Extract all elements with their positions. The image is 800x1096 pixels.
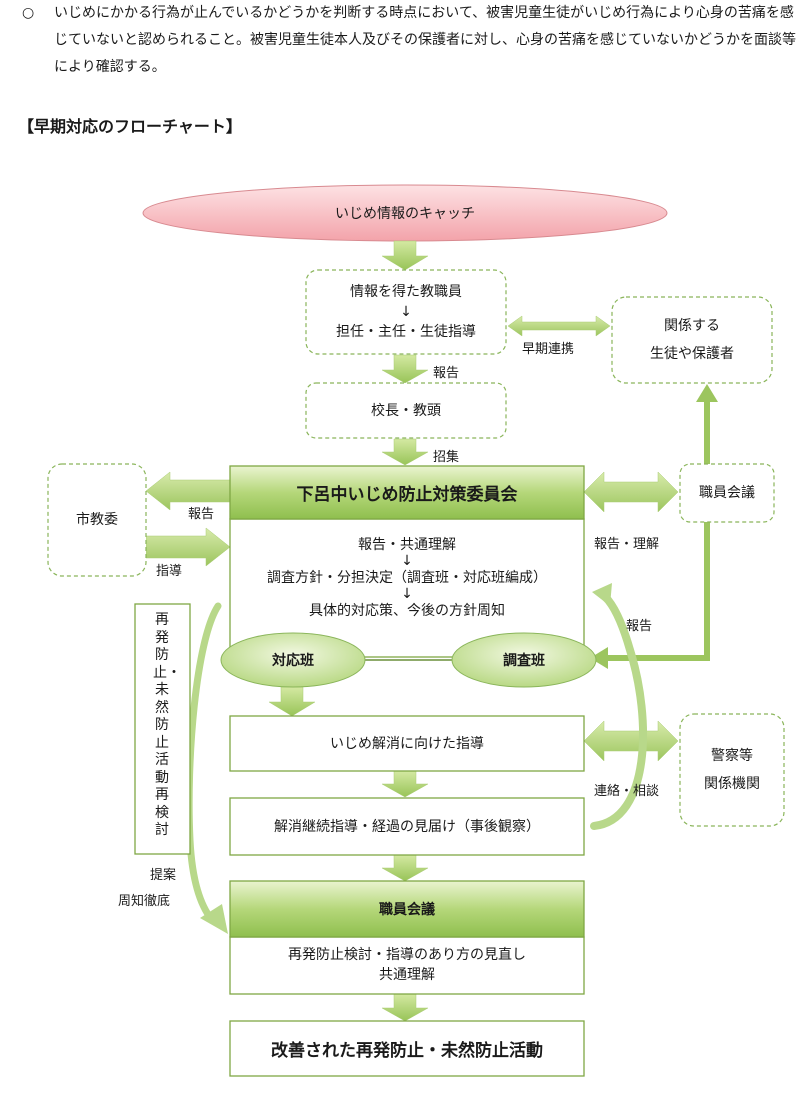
continue-guidance-label: 解消継続指導・経過の見届け（事後観察） [274, 818, 540, 835]
review-line1: 再発防止検討・指導のあり方の見直し [288, 947, 526, 963]
committee-staff-double-arrow [583, 471, 679, 513]
committee-line1: 報告・共通理解 [358, 536, 456, 553]
teacher-arrow: ↓ [400, 304, 412, 320]
response-team-label: 対応班 [272, 653, 314, 669]
investigation-team-ellipse [451, 632, 597, 688]
police-line2: 関係機関 [704, 776, 760, 792]
report-right-label: 報告 [626, 619, 653, 634]
report-city-arrow [145, 471, 231, 511]
paragraph-text: いじめにかかる行為が止んでいるかどうかを判断する時点において、被害児童生徒がいじ… [54, 5, 796, 75]
committee-arrow2: ↓ [401, 586, 413, 603]
police-text: 警察等 関係機関 [680, 714, 784, 826]
circle-bullet: ○ [22, 5, 35, 21]
staff-meeting-header-box [229, 880, 585, 938]
response-team-ellipse [220, 632, 366, 688]
notify-label: 周知徹底 [118, 894, 171, 909]
guidance-city-label: 指導 [156, 564, 183, 579]
curved-report-arrow [590, 590, 648, 830]
principal-box [305, 382, 507, 439]
committee-header-box [229, 465, 585, 520]
resolve-police-double-arrow [583, 720, 679, 762]
resolve-box [229, 715, 585, 772]
related-line1: 関係する [664, 318, 720, 334]
contact-consult-label: 連絡・相談 [594, 784, 660, 799]
early-link-label: 早期連携 [522, 342, 575, 357]
flowchart-heading: 【早期対応のフローチャート】 [18, 117, 242, 136]
committee-line2: 調査方針・分担決定（調査班・対応班編成） [267, 569, 547, 586]
report-label-1: 報告 [433, 366, 460, 381]
staff-meeting-label: 職員会議 [379, 902, 435, 918]
staff-meeting-right-box [679, 463, 775, 523]
police-box [679, 713, 785, 827]
vertical-label: 再発防止・未然防止活動再検討 [153, 612, 181, 838]
committee-arrow1: ↓ [401, 553, 413, 570]
continue-box [229, 797, 585, 856]
staff-meeting-right-label: 職員会議 [699, 485, 755, 501]
catch-label: いじめ情報のキャッチ [335, 206, 475, 222]
review-text: 再発防止検討・指導のあり方の見直し 共通理解 [230, 940, 584, 990]
review-line2: 共通理解 [379, 967, 435, 983]
teacher-text: 情報を得た教職員 ↓ 担任・主任・生徒指導 [306, 275, 506, 349]
related-text: 関係する 生徒や保護者 [612, 297, 772, 383]
vertical-box [134, 603, 191, 855]
report-city-label: 報告 [188, 507, 215, 522]
review-box [229, 936, 585, 995]
committee-title: 下呂中いじめ防止対策委員会 [296, 485, 518, 505]
propose-label: 提案 [150, 868, 177, 883]
teacher-box [305, 269, 507, 355]
related-line2: 生徒や保護者 [650, 346, 734, 362]
final-label: 改善された再発防止・未然防止活動 [271, 1041, 543, 1061]
final-box [229, 1020, 585, 1077]
teacher-line1: 情報を得た教職員 [350, 284, 462, 300]
related-box [611, 296, 773, 384]
early-link-double-arrow [507, 315, 611, 337]
committee-line3: 具体的対応策、今後の方針周知 [309, 602, 505, 619]
guidance-city-arrow [145, 527, 231, 567]
convene-label: 招集 [433, 450, 460, 465]
committee-body-text: 報告・共通理解 ↓ 調査方針・分担決定（調査班・対応班編成） ↓ 具体的対応策、… [230, 528, 584, 628]
principal-label: 校長・教頭 [371, 402, 441, 419]
intro-paragraph: ○ いじめにかかる行為が止んでいるかどうかを判断する時点において、被害児童生徒が… [22, 0, 798, 81]
report-back-line [606, 522, 710, 661]
left-curved-arrow [185, 602, 222, 924]
police-line1: 警察等 [711, 748, 753, 764]
city-board-box [47, 463, 147, 577]
city-board-label: 市教委 [76, 512, 118, 528]
teacher-line2: 担任・主任・生徒指導 [336, 324, 476, 340]
report-understand-label: 報告・理解 [594, 537, 660, 552]
down-arrows [268, 240, 429, 1022]
investigation-team-label: 調査班 [503, 653, 545, 669]
resolve-guidance-label: いじめ解消に向けた指導 [330, 735, 484, 752]
